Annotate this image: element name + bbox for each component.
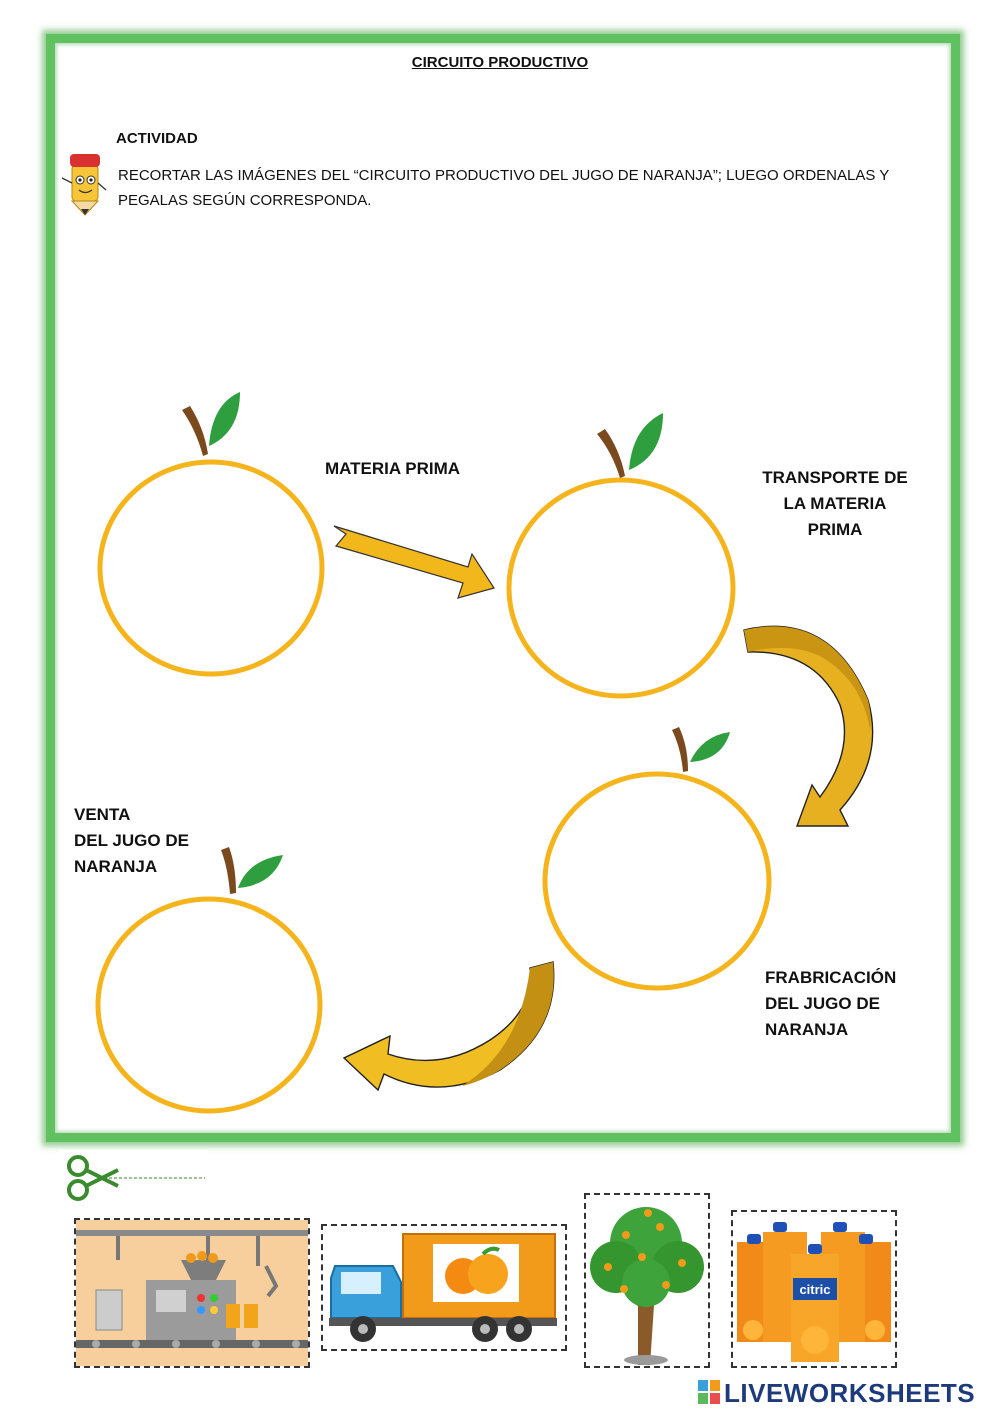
orange-slot-1 [97, 392, 325, 677]
cutout-card-tree[interactable] [584, 1193, 710, 1368]
stage-label-fabricacion: FRABRICACIÓN DEL JUGO DE NARANJA [765, 968, 897, 1039]
pencil-mascot-icon [61, 154, 107, 216]
arrow-1 [333, 525, 495, 599]
truck-icon [323, 1226, 565, 1349]
arrow-2 [743, 625, 874, 827]
cutout-card-juice[interactable]: citric [731, 1210, 897, 1368]
juice-cartons-icon: citric [733, 1212, 895, 1366]
leaf-icon [690, 732, 730, 762]
leaf-icon [209, 392, 240, 446]
liveworksheets-brand[interactable]: LIVEWORKSHEETS [724, 1378, 976, 1408]
arrow-3 [342, 961, 555, 1092]
cutout-card-factory[interactable] [74, 1218, 310, 1368]
juice-brand-text: citric [799, 1282, 830, 1297]
stem-icon [182, 406, 208, 456]
orange-slot-4 [95, 847, 323, 1114]
activity-label: ACTIVIDAD [116, 130, 198, 147]
orange-slot-3 [542, 727, 772, 991]
stage-label-venta: VENTA DEL JUGO DE NARANJA [74, 805, 189, 876]
liveworksheets-logo-icon [698, 1380, 720, 1404]
instructions-text: RECORTAR LAS IMÁGENES DEL “CIRCUITO PROD… [118, 167, 889, 209]
orange-slot-2 [506, 413, 736, 699]
stage-label-materia-prima: MATERIA PRIMA [325, 459, 461, 478]
stem-icon [672, 727, 688, 772]
factory-icon [76, 1220, 308, 1366]
leaf-icon [238, 855, 283, 888]
stage-label-transporte: TRANSPORTE DE LA MATERIA PRIMA [762, 468, 908, 539]
worksheet-frame [46, 34, 960, 1142]
page-title: CIRCUITO PRODUCTIVO [411, 54, 589, 71]
leaf-icon [629, 413, 663, 470]
stem-icon [221, 847, 236, 894]
stem-icon [597, 429, 625, 478]
scissors-icon [58, 1150, 208, 1202]
orange-tree-icon [586, 1195, 708, 1366]
cutout-card-truck[interactable] [321, 1224, 567, 1351]
